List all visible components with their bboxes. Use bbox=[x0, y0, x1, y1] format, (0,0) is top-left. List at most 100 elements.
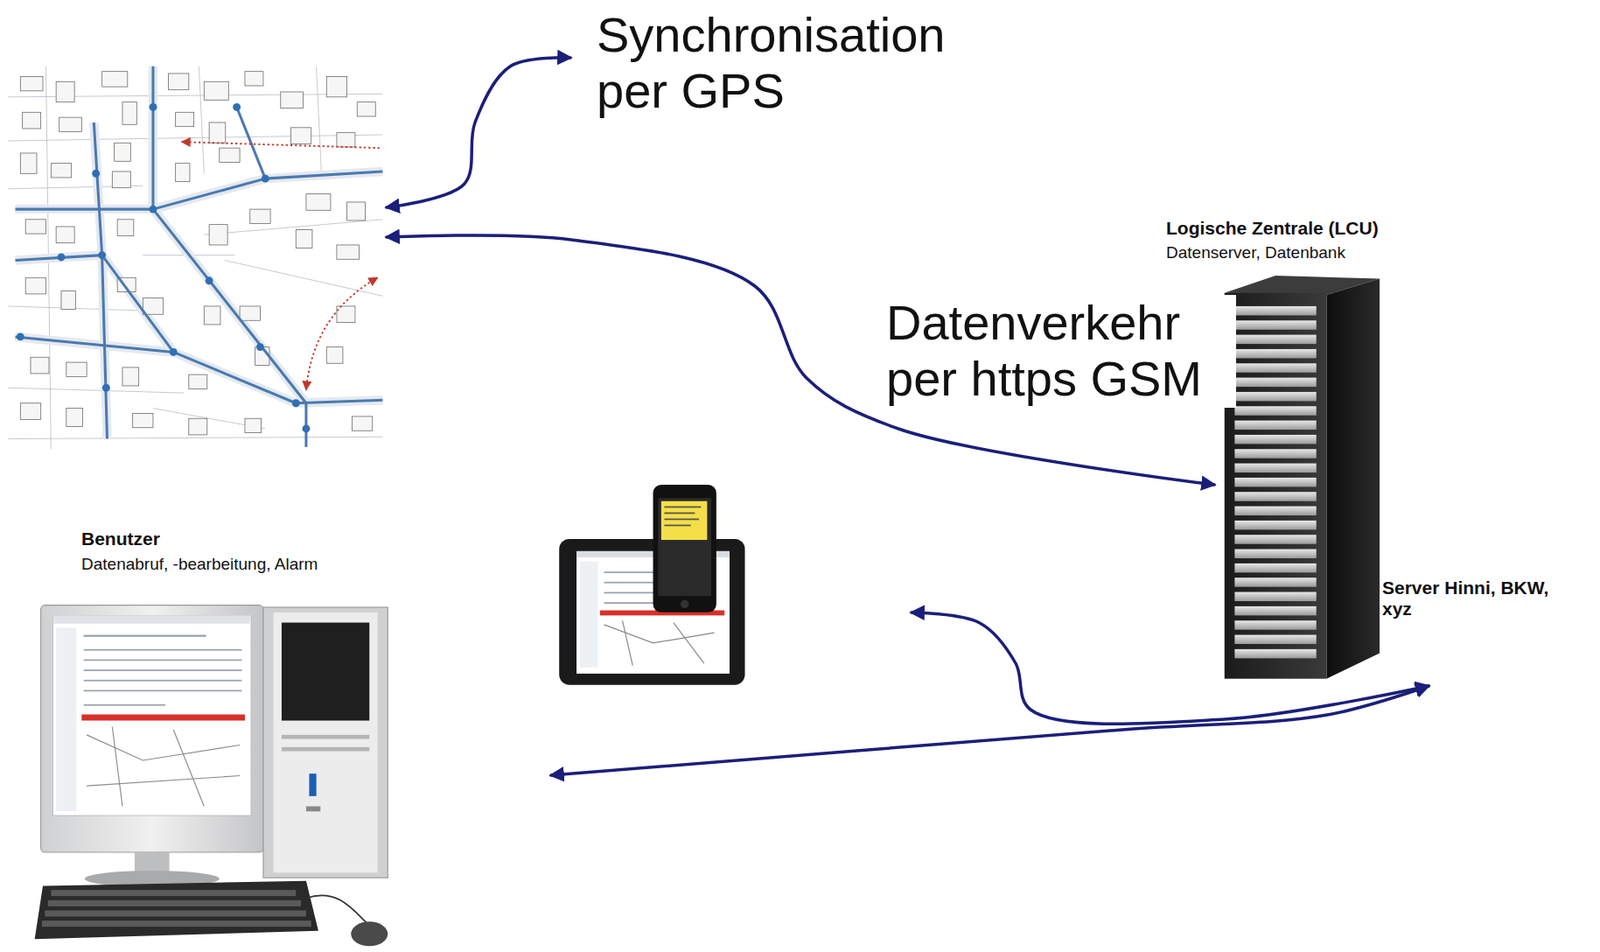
buildings bbox=[336, 244, 360, 259]
rack-slots bbox=[1234, 391, 1316, 401]
pc-screen-lines bbox=[83, 679, 243, 682]
water-pipes bbox=[14, 255, 383, 404]
streets bbox=[14, 255, 383, 404]
pc-screen-lines bbox=[83, 659, 243, 662]
rack-slots bbox=[1234, 635, 1316, 644]
node-text: Datenserver, Datenbank bbox=[1166, 243, 1346, 264]
buildings bbox=[20, 71, 376, 435]
streets bbox=[14, 66, 383, 440]
desktop-pc bbox=[263, 607, 388, 878]
phone-note-lines bbox=[663, 506, 701, 527]
sensor-dots bbox=[91, 169, 100, 178]
buildings bbox=[336, 306, 356, 323]
buildings bbox=[209, 122, 226, 143]
buildings bbox=[122, 367, 140, 386]
buildings bbox=[347, 202, 366, 221]
buildings bbox=[280, 91, 304, 109]
buildings bbox=[50, 163, 71, 178]
desktop-pc bbox=[55, 627, 77, 811]
tablet-phone bbox=[657, 497, 712, 596]
buildings bbox=[326, 76, 347, 97]
buildings bbox=[250, 209, 271, 224]
sensor-dots bbox=[149, 205, 158, 214]
server-rack bbox=[1326, 278, 1380, 678]
desktop-pc bbox=[86, 726, 240, 807]
buildings bbox=[132, 412, 154, 427]
parcel-lines bbox=[7, 436, 383, 439]
rack-slots bbox=[1234, 363, 1316, 372]
buildings bbox=[30, 356, 49, 374]
tablet-phone bbox=[661, 501, 707, 540]
parcel-lines bbox=[203, 219, 383, 235]
pc-screen-lines bbox=[83, 635, 243, 706]
parcel-lines bbox=[7, 134, 383, 141]
rack-slots bbox=[1234, 349, 1316, 358]
edge-label: Datenverkehr per https GSM bbox=[886, 294, 1237, 408]
buildings bbox=[122, 102, 137, 126]
rack-slots bbox=[1234, 563, 1316, 573]
node-text: Datenabruf, -bearbeitung, Alarm bbox=[81, 554, 318, 575]
desktop-pc bbox=[273, 612, 378, 873]
buildings bbox=[25, 219, 46, 234]
buildings bbox=[55, 226, 75, 244]
parcel-lines bbox=[7, 387, 184, 393]
buildings bbox=[66, 362, 87, 377]
pc-screen-lines bbox=[83, 704, 166, 706]
streets bbox=[14, 204, 153, 214]
rack-slots bbox=[1234, 306, 1316, 315]
server-node: Logische Zentrale (LCU) Datenserver, Date… bbox=[1166, 216, 1595, 678]
parcel-lines bbox=[316, 66, 322, 174]
sensor-dots bbox=[16, 103, 310, 433]
buildings bbox=[326, 347, 343, 364]
red-dotted-arrows bbox=[306, 277, 378, 390]
rack-slots bbox=[1234, 420, 1316, 430]
buildings bbox=[239, 306, 260, 321]
buildings bbox=[20, 76, 43, 91]
buildings bbox=[114, 142, 132, 161]
rack-slots bbox=[1234, 506, 1316, 516]
tablet-phone bbox=[653, 484, 717, 613]
illustrations bbox=[7, 66, 1380, 946]
connector-arrow bbox=[386, 57, 571, 208]
sensor-dots bbox=[97, 251, 106, 259]
buildings bbox=[55, 81, 75, 102]
server-rack bbox=[1224, 275, 1380, 679]
desktop-pc bbox=[306, 805, 321, 811]
buildings bbox=[219, 147, 240, 162]
buildings bbox=[290, 127, 311, 145]
node-heading: Benutzer bbox=[81, 527, 161, 550]
rack-slots bbox=[1234, 534, 1316, 544]
keyboard-keys bbox=[41, 889, 312, 927]
desktop-pc bbox=[281, 734, 370, 740]
sensor-dots bbox=[16, 332, 25, 341]
sensor-dots bbox=[232, 103, 241, 112]
buildings bbox=[244, 71, 264, 86]
phone-note-lines bbox=[663, 524, 691, 527]
keyboard-keys bbox=[41, 920, 312, 927]
water-pipes bbox=[153, 171, 383, 210]
buildings bbox=[306, 194, 331, 211]
phone-note-lines bbox=[663, 518, 699, 521]
desktop-pc bbox=[81, 714, 245, 721]
keyboard-keys bbox=[48, 900, 301, 907]
tablet-node bbox=[556, 479, 746, 685]
tablet-phone bbox=[558, 484, 745, 685]
node-heading: Logische Zentrale (LCU) bbox=[1166, 216, 1379, 239]
parcel-lines bbox=[224, 259, 384, 296]
parcel-lines bbox=[198, 66, 204, 174]
rack-slots bbox=[1234, 649, 1316, 658]
rack-slots bbox=[1234, 434, 1316, 444]
sensor-dots bbox=[149, 103, 158, 112]
buildings bbox=[188, 418, 208, 435]
buildings bbox=[244, 418, 262, 433]
rack-slots bbox=[1234, 463, 1316, 473]
rack-slots bbox=[1234, 520, 1316, 530]
sensor-dots bbox=[256, 342, 265, 351]
buildings bbox=[22, 111, 42, 129]
rack-slots bbox=[1234, 592, 1316, 601]
phone-note-lines bbox=[663, 512, 695, 515]
desktop-pc bbox=[34, 880, 319, 939]
